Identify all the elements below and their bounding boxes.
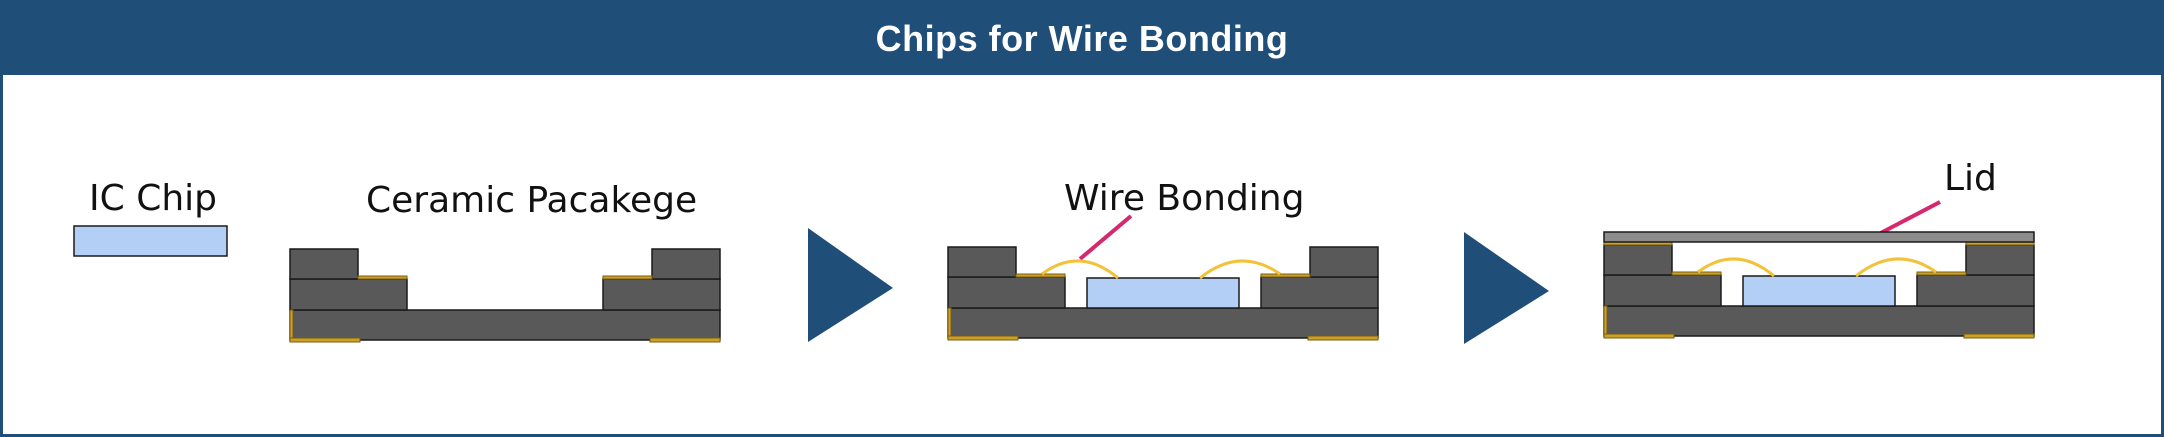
bond-wire [1697, 257, 1775, 278]
bottom-pad [649, 337, 721, 343]
wire-bonding-leader [1078, 214, 1133, 261]
bond-pad [602, 275, 653, 280]
wire-bonded-package [947, 246, 1379, 341]
side-pad [1603, 305, 1608, 337]
bond-pad [1260, 273, 1311, 278]
bottom-pad [1307, 335, 1379, 341]
process-arrow [808, 228, 893, 342]
package-right-wall [1309, 246, 1379, 278]
package-left-step [947, 276, 1066, 309]
bond-pad [1671, 271, 1722, 276]
bond-pad [1015, 273, 1066, 278]
bottom-pad [947, 335, 1019, 341]
package-right-step [602, 278, 721, 311]
package-left-step [1603, 274, 1722, 307]
side-pad [947, 307, 952, 339]
page-title: Chips for Wire Bonding [875, 18, 1289, 59]
bottom-pad [1963, 333, 2035, 339]
bond-wire [1855, 257, 1937, 278]
header-bar: Chips for Wire Bonding [3, 3, 2161, 75]
ceramic-package-group: Ceramic Pacakege [289, 180, 721, 343]
lid-group: Lid [1603, 158, 2035, 339]
sealed-package [1603, 231, 2035, 339]
bond-wire [1199, 259, 1281, 280]
wire-bonding-label: Wire Bonding [1064, 178, 1304, 219]
package-base [947, 307, 1379, 339]
bond-pad [357, 275, 408, 280]
package-left-wall [289, 248, 359, 280]
package-left-step [289, 278, 408, 311]
process-arrow [1464, 232, 1549, 344]
wire-bonding-group: Wire Bonding [947, 178, 1379, 341]
ic-chip [73, 225, 228, 257]
ceramic-package [289, 248, 721, 343]
package-base [289, 309, 721, 341]
ic-chip-group: IC Chip [73, 178, 228, 257]
lid [1603, 231, 2035, 243]
ic-chip-mounted [1086, 277, 1240, 309]
bottom-pad [289, 337, 361, 343]
ic-chip-label: IC Chip [89, 178, 217, 219]
package-left-wall [1603, 244, 1673, 276]
package-base [1603, 305, 2035, 337]
ceramic-package-label: Ceramic Pacakege [366, 180, 697, 221]
package-right-step [1916, 274, 2035, 307]
package-right-wall [1965, 244, 2035, 276]
lid-label: Lid [1944, 158, 1997, 199]
package-right-step [1260, 276, 1379, 309]
ic-chip-mounted [1742, 275, 1896, 307]
side-pad [289, 309, 294, 341]
bottom-pad [1603, 333, 1675, 339]
package-right-wall [651, 248, 721, 280]
package-left-wall [947, 246, 1017, 278]
bond-pad [1916, 271, 1967, 276]
bond-wire [1041, 259, 1119, 280]
lid-leader [1874, 200, 1941, 238]
